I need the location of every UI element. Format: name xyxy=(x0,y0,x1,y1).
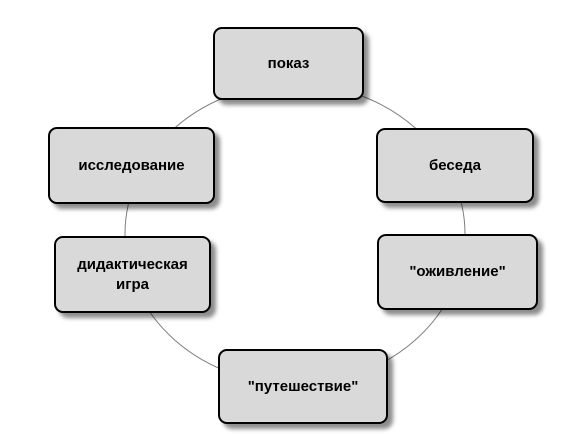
node-beseda-label: беседа xyxy=(429,156,481,174)
node-issledovanie: исследование xyxy=(48,127,215,204)
node-issledovanie-label: исследование xyxy=(78,156,185,174)
node-ozhivlenie-label: "оживление" xyxy=(409,263,506,280)
node-pokaz-label: показ xyxy=(267,54,310,72)
node-didakticheskaya-igra-label: дидактическая игра xyxy=(77,255,188,293)
node-ozhivlenie: "оживление" xyxy=(377,234,538,310)
node-puteshestvie: "путешествие" xyxy=(218,349,388,424)
node-pokaz: показ xyxy=(213,27,364,100)
node-beseda: беседа xyxy=(376,128,534,203)
node-puteshestvie-label: "путешествие" xyxy=(247,377,359,395)
node-didakticheskaya-igra: дидактическая игра xyxy=(54,236,211,313)
